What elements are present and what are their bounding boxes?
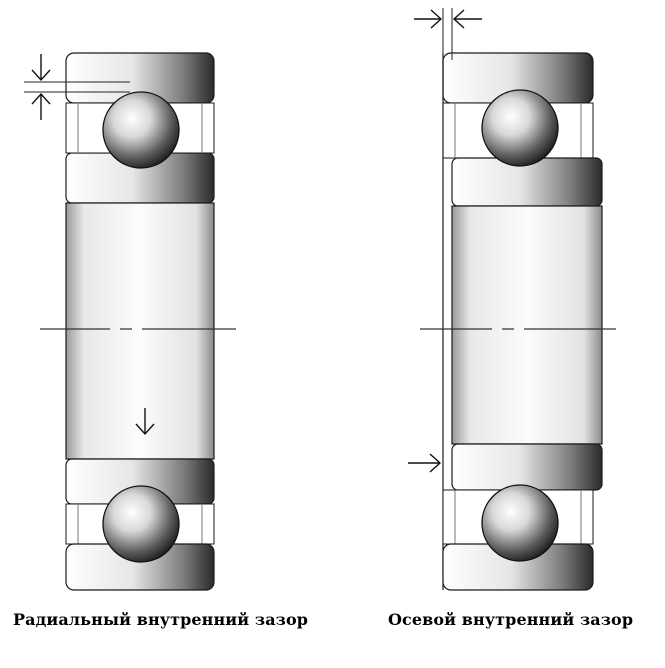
left-ball-bottom <box>102 485 180 563</box>
right-bearing <box>408 8 616 591</box>
left-bore <box>65 202 215 460</box>
axial-clearance-caption: Осевой внутренний зазор <box>388 610 634 629</box>
right-bore <box>451 205 603 445</box>
arrow-up-icon <box>31 92 51 120</box>
right-inner-ring-bottom <box>451 443 603 491</box>
right-ball-top <box>481 89 559 167</box>
arrow-right-icon <box>408 453 442 473</box>
left-bearing <box>24 52 236 591</box>
left-ball-top <box>102 91 180 169</box>
right-ball-bottom <box>481 484 559 562</box>
arrow-down-icon <box>135 408 155 436</box>
radial-clearance-caption: Радиальный внутренний зазор <box>13 610 309 629</box>
arrow-left-icon <box>452 9 482 29</box>
arrow-right-icon <box>414 9 443 29</box>
arrow-down-icon <box>31 54 51 82</box>
